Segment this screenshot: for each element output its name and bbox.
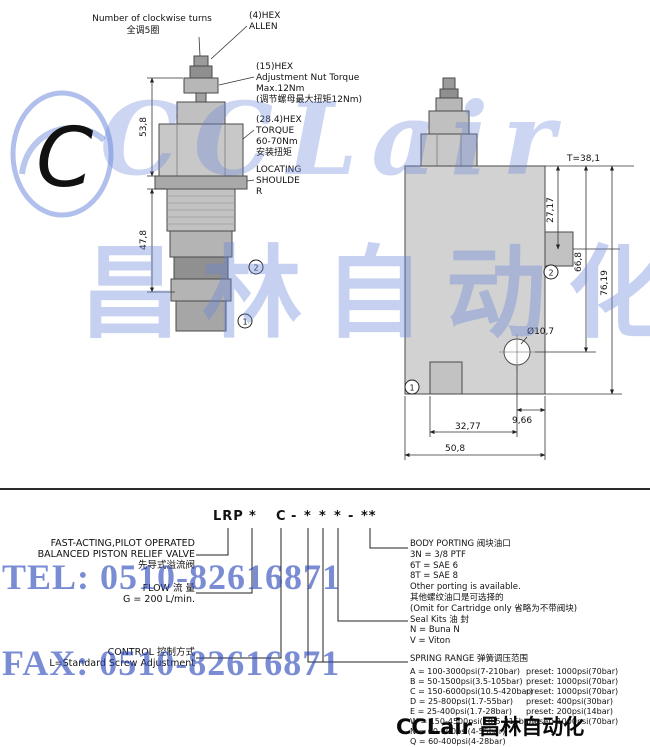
spring-range-row: E = 25-400psi(1.7-28bar) preset: 200psi(1… — [410, 707, 613, 717]
note-turns-cn: 全调5圈 — [127, 24, 160, 36]
ordering-connector-lines — [196, 528, 408, 663]
control-value: L=Standard Screw Adjustment — [49, 658, 195, 669]
spring-range-value: N = 60-800psi(4-55bar) — [410, 727, 506, 736]
note-hex28: (28.4)HEX — [256, 115, 302, 125]
note-nut-torque-1: Adjustment Nut Torque — [256, 73, 360, 83]
spring-range-value: C = 150-6000psi(10.5-420bar) — [410, 687, 533, 696]
dim-27-17-label: 27,17 — [546, 197, 556, 223]
dim-66-8-label: 66,8 — [574, 252, 584, 272]
footer-brand: CCLair 昌林自动化 — [396, 715, 585, 739]
body-valve-figure — [404, 77, 574, 395]
dim-50-8-label: 50,8 — [445, 444, 465, 454]
spring-preset-value: preset: 1000psi(70bar) — [526, 667, 619, 676]
model-code-dash-2: - — [348, 509, 355, 524]
model-code-flow: * — [249, 509, 257, 524]
spring-range-row: D = 25-800psi(1.7-55bar) preset: 400psi(3… — [410, 697, 613, 707]
note-locating-1: LOCATING — [256, 165, 301, 175]
body-porting-option: 6T = SAE 6 — [410, 560, 458, 571]
seal-kits-title: Seal Kits 油 封 — [410, 614, 469, 625]
cartridge-port-1: 1 — [237, 313, 253, 329]
flow-label: FLOW 流 量 G = 200 L/min. — [123, 583, 195, 605]
dim-9-66-label: 9,66 — [512, 416, 532, 426]
flow-value: G = 200 L/min. — [123, 594, 195, 605]
model-code-star-1: * — [304, 509, 312, 524]
cartridge-dimension-lines — [147, 77, 183, 293]
cartridge-leader-lines — [198, 25, 255, 182]
spring-range-row: B = 50-1500psi(3.5-105bar)preset: 1000ps… — [410, 677, 618, 687]
cartridge-annotations: Number of clockwise turns 全调5圈 (4)HEX AL… — [92, 11, 362, 197]
dim-32-77-label: 32,77 — [455, 422, 481, 432]
note-nut-torque-2: Max.12Nm — [256, 84, 304, 94]
note-locating-2: SHOULDE — [256, 176, 300, 186]
spring-range-value: B = 50-1500psi(3.5-105bar) — [410, 677, 523, 686]
cartridge-port-1-label: 1 — [242, 318, 247, 327]
valve-description-label: FAST-ACTING,PILOT OPERATED BALANCED PIST… — [38, 538, 195, 571]
cartridge-port-2: 2 — [248, 259, 264, 275]
spring-range-row: C = 150-6000psi(10.5-420bar)preset: 1000… — [410, 687, 618, 697]
dim-53-8-label: 53,8 — [139, 117, 149, 137]
valve-description-line-3: 先导式溢流阀 — [137, 560, 195, 571]
valve-description-line-2: BALANCED PISTON RELIEF VALVE — [37, 549, 195, 560]
spring-range-row: W = 150-4500psi(10.5-315bar)preset: 1000… — [410, 717, 618, 727]
body-port-2: 2 — [543, 264, 559, 280]
spring-range-row: Q = 60-400psi(4-28bar) — [410, 737, 535, 747]
note-nut-torque-cn: (调节螺母最大扭矩12Nm) — [256, 93, 362, 105]
spring-range-row: N = 60-800psi(4-55bar) — [410, 727, 535, 737]
flow-title: FLOW 流 量 — [142, 583, 195, 594]
seal-kits-option: V = Viton — [410, 636, 451, 647]
model-code-star-2: * — [319, 509, 327, 524]
body-port-1-label: 1 — [409, 384, 414, 393]
spring-preset-value: preset: 400psi(30bar) — [526, 697, 614, 706]
note-locating-3: R — [256, 187, 262, 197]
model-code-control: C — [276, 509, 287, 524]
dim-hole-label: Ø10,7 — [527, 326, 554, 337]
spring-range-value: A = 100-3000psi(7-210bar) — [410, 667, 521, 676]
body-porting-note: Other porting is available. — [410, 582, 521, 593]
body-porting-omit-note: (Omit for Cartridge only 省略为不带阀块) — [410, 603, 578, 614]
body-porting-option: 3N = 3/8 PTF — [410, 549, 466, 560]
model-code-porting: ** — [361, 509, 377, 524]
spring-range-title: SPRING RANGE 弹簧调压范围 — [410, 654, 528, 664]
seal-kits-option: N = Buna N — [410, 625, 460, 636]
spring-preset-value: preset: 200psi(14bar) — [526, 707, 614, 716]
valve-description-line-1: FAST-ACTING,PILOT OPERATED — [50, 538, 195, 549]
spring-range-value: D = 25-800psi(1.7-55bar) — [410, 697, 514, 706]
control-title: CONTROL 控制方式 — [107, 647, 195, 658]
note-turns-en: Number of clockwise turns — [92, 14, 212, 24]
model-code-series: LRP — [213, 509, 244, 524]
note-torque-1: TORQUE — [255, 126, 295, 136]
note-allen: ALLEN — [249, 22, 278, 32]
spring-range-value: W = 150-4500psi(10.5-315bar) — [410, 717, 536, 726]
body-porting-note-cn: 其他螺纹油口是可选择的 — [410, 592, 504, 603]
body-dimension-lines — [404, 165, 634, 460]
note-torque-2: 60-70Nm — [256, 137, 298, 147]
spring-range-value: E = 25-400psi(1.7-28bar) — [410, 707, 512, 716]
dim-76-19-label: 76,19 — [600, 270, 610, 296]
cartridge-port-2-label: 2 — [253, 264, 258, 273]
spring-range-row: A = 100-3000psi(7-210bar) preset: 1000psi… — [410, 667, 618, 677]
model-code-star-3: * — [334, 509, 342, 524]
spring-range-value: Q = 60-400psi(4-28bar) — [410, 737, 506, 746]
note-hex4: (4)HEX — [249, 11, 280, 21]
dim-47-8-label: 47,8 — [139, 230, 149, 250]
spring-range-label: SPRING RANGE 弹簧调压范围 A = 100-3000psi(7-21… — [410, 652, 618, 747]
cartridge-valve-figure — [154, 55, 248, 332]
spring-preset-value: preset: 1000psi(70bar) — [526, 717, 619, 726]
body-port-1: 1 — [404, 379, 420, 395]
note-hex15: (15)HEX — [256, 62, 293, 72]
spring-preset-value: preset: 1000psi(70bar) — [526, 677, 619, 686]
model-code-dash-1: - — [291, 509, 298, 524]
spring-preset-value: preset: 1000psi(70bar) — [526, 687, 619, 696]
section-divider — [0, 488, 650, 490]
body-porting-label: BODY PORTING 阀块油口 3N = 3/8 PTF 6T = SAE … — [410, 539, 577, 647]
note-torque-cn: 安装扭矩 — [256, 146, 292, 158]
body-porting-title: BODY PORTING 阀块油口 — [410, 539, 511, 549]
technical-drawing: 2 1 53,8 47,8 Number of clockwise turns … — [92, 11, 634, 460]
body-porting-option: 8T = SAE 8 — [410, 571, 458, 582]
dim-t-label: T=38,1 — [566, 154, 600, 164]
control-label: CONTROL 控制方式 L=Standard Screw Adjustment — [49, 647, 195, 669]
body-port-2-label: 2 — [548, 269, 553, 278]
